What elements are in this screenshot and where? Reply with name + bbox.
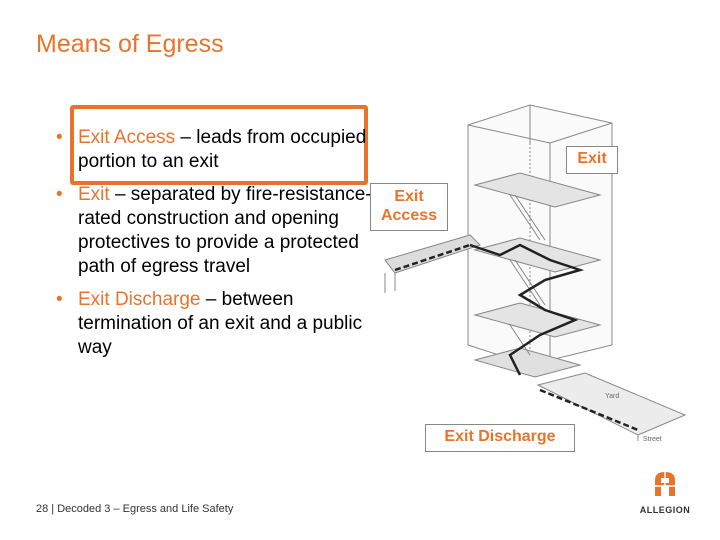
allegion-logo-icon (655, 472, 675, 496)
allegion-logo: ALLEGION (638, 470, 692, 515)
exit-access-label: Exit Access (370, 183, 448, 231)
exit-access-label-line2: Access (380, 207, 438, 224)
bullet-text: – between termination of an exit and a p… (78, 289, 363, 358)
street-label: Street (643, 436, 662, 443)
bullet-dot: • (56, 289, 63, 310)
bullet-exit-discharge: • Exit Discharge – between termination o… (54, 288, 374, 360)
slide-footer: 28 | Decoded 3 – Egress and Life Safety (36, 503, 234, 515)
slide-title: Means of Egress (36, 30, 224, 58)
bullet-exit: • Exit – separated by fire-resistance-ra… (54, 183, 374, 279)
bullet-list: • Exit Access – leads from occupied port… (54, 126, 374, 369)
exit-access-highlight-box (70, 105, 368, 185)
bullet-exit-access: • Exit Access – leads from occupied port… (54, 126, 374, 174)
bullet-dot: • (56, 127, 63, 148)
bullet-dot: • (56, 184, 63, 205)
bullet-text: – leads from occupied portion to an exit (78, 127, 367, 172)
exit-discharge-label-text: Exit Discharge (444, 428, 556, 445)
bullet-term: Exit Access (78, 127, 176, 148)
exit-discharge-label: Exit Discharge (425, 424, 575, 452)
yard-label: Yard (605, 393, 619, 400)
bullet-term: Exit Discharge (78, 289, 201, 310)
egress-stair-diagram: Yard Street (384, 104, 687, 443)
bullet-term: Exit (78, 184, 110, 205)
exit-access-label-line1: Exit (394, 188, 424, 205)
exit-label-text: Exit (577, 150, 607, 167)
allegion-logo-text: ALLEGION (639, 505, 691, 515)
exit-label: Exit (566, 146, 618, 174)
bullet-text: – separated by fire-resistance-rated con… (78, 184, 372, 277)
